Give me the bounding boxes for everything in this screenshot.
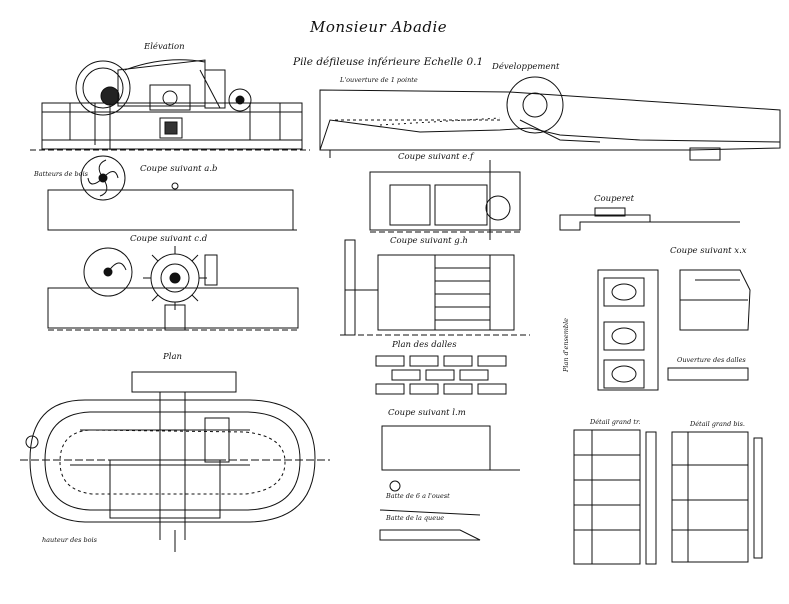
label-detail-tr: Détail grand tr. [590, 418, 641, 426]
elevation-view [30, 59, 310, 151]
details-view [573, 429, 763, 565]
dalles-view [375, 355, 507, 395]
label-coupe-xx: Coupe suivant x.x [670, 246, 747, 256]
label-detail-bis: Détail grand bis. [690, 420, 745, 428]
coupe-cd-view [47, 246, 300, 331]
label-note-a: Batte de 6 a l'ouest [386, 492, 450, 500]
label-developpement: Développement [492, 62, 560, 72]
plan-view [20, 371, 330, 552]
coupe-xx-view [679, 269, 751, 331]
label-note-b: Batte de la queue [386, 514, 445, 522]
label-note-c: L'ouverture de 1 pointe [340, 76, 418, 84]
label-plan: Plan [163, 352, 182, 362]
coupe-lm-view [379, 425, 520, 541]
label-detail-left: Batteurs de bois [34, 170, 88, 178]
couperet-view [559, 207, 740, 231]
label-elevation: Elévation [144, 42, 185, 52]
label-coupe-cd: Coupe suivant c.d [130, 234, 208, 244]
plan-ensemble-view [597, 269, 659, 391]
label-detail-left-b: hauteur des bois [42, 536, 97, 544]
ouverture-dalles-view [667, 367, 749, 381]
label-coupe-ab: Coupe suivant a.b [140, 164, 218, 174]
developpement-view [319, 76, 781, 161]
label-coupe-lm: Coupe suivant l.m [388, 408, 466, 418]
sheet-title: Monsieur Abadie [310, 18, 448, 36]
coupe-ab-view [47, 155, 300, 231]
label-plan-ensemble: Plan d'ensemble [562, 318, 570, 372]
label-ouverture-dalles: Ouverture des dalles [677, 356, 746, 364]
label-coupe-ef: Coupe suivant e.f [398, 152, 474, 162]
coupe-ef-view [369, 160, 521, 240]
coupe-gh-view [340, 239, 530, 336]
label-coupe-gh: Coupe suivant g.h [390, 236, 468, 246]
label-dalles: Plan des dalles [392, 340, 457, 350]
sheet-subtitle: Pile défileuse inférieure Echelle 0.1 [293, 56, 484, 68]
label-couperet: Couperet [594, 194, 635, 204]
